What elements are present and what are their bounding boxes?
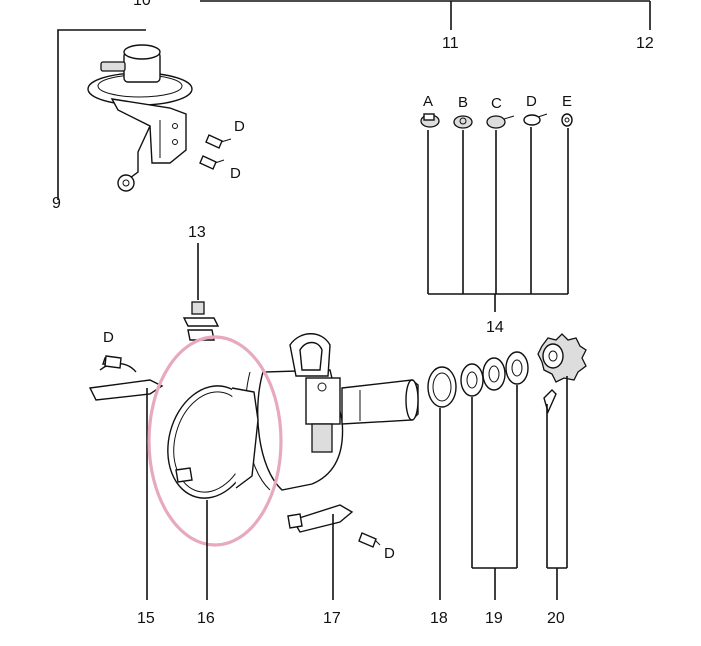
callout-12: 12 (636, 35, 654, 52)
callout-11: 11 (442, 35, 459, 52)
label-d-upper-1: D (234, 118, 245, 135)
screw-set (420, 113, 573, 129)
screw-d-lower (358, 532, 381, 548)
spring-clip-right (287, 504, 354, 600)
vacuum-advance-unit (57, 29, 193, 200)
callout-13: 13 (188, 224, 206, 241)
callout-19: 19 (485, 610, 503, 627)
screw-d-left (104, 355, 122, 369)
spring-clip-left (88, 357, 164, 600)
highlight-circle (147, 335, 283, 547)
callout-18: 18 (430, 610, 448, 627)
label-a: A (423, 93, 433, 110)
screw-d-upper (199, 134, 232, 170)
screw-set-leaders (427, 127, 569, 312)
terminal-screw (182, 243, 220, 341)
label-d-lower: D (384, 545, 395, 562)
breaker-plate-ring (167, 385, 259, 600)
label-b: B (458, 94, 468, 111)
callout-10: 10 (133, 0, 151, 9)
label-d-set: D (526, 93, 537, 110)
callout-16: 16 (197, 610, 215, 627)
drive-gear (537, 333, 587, 600)
callout-9: 9 (52, 195, 61, 212)
top-leader-lines (200, 0, 651, 30)
washers (427, 351, 529, 600)
distributor-housing (244, 333, 419, 491)
callout-20: 20 (547, 610, 565, 627)
label-d-upper-2: D (230, 165, 241, 182)
callout-17: 17 (323, 610, 341, 627)
callout-15: 15 (137, 610, 155, 627)
label-d-left: D (103, 329, 114, 346)
label-c: C (491, 95, 502, 112)
label-e: E (562, 93, 572, 110)
callout-14: 14 (486, 319, 504, 336)
